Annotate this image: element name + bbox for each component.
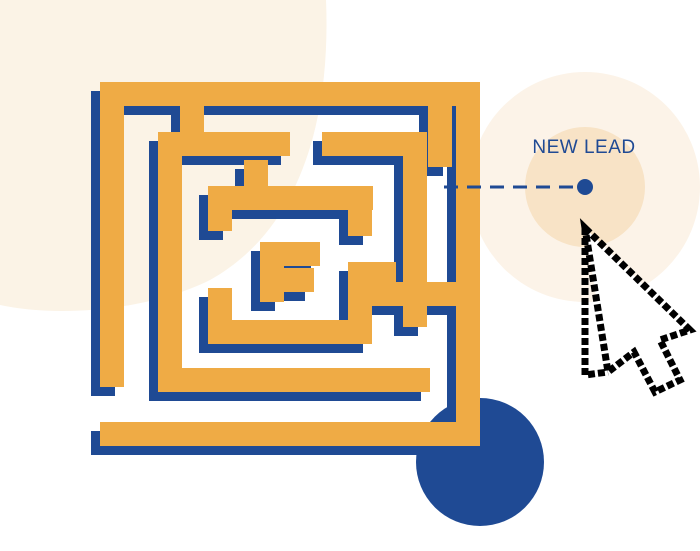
maze-wall <box>260 242 284 302</box>
maze-wall <box>244 160 268 190</box>
maze-wall <box>208 186 232 231</box>
maze-icon <box>91 82 544 526</box>
maze-wall <box>456 82 480 446</box>
maze-wall <box>100 82 480 106</box>
maze-wall <box>208 186 373 210</box>
maze-wall <box>100 82 124 387</box>
maze-wall <box>158 368 426 392</box>
maze-wall <box>403 132 427 292</box>
cursor-body <box>579 218 697 397</box>
new-lead-label: NEW LEAD <box>532 137 635 158</box>
maze-wall <box>180 106 204 136</box>
maze-wall <box>284 268 314 292</box>
cursor-left-edge <box>581 228 609 379</box>
maze-wall <box>408 368 430 392</box>
target-dot-icon <box>577 179 593 195</box>
maze-walls <box>100 82 480 446</box>
pointer-cursor-icon <box>579 218 697 397</box>
maze-wall <box>100 422 480 446</box>
maze-wall <box>428 82 452 167</box>
maze-wall <box>180 132 290 156</box>
maze-wall <box>208 320 358 344</box>
maze-wall <box>158 132 182 372</box>
maze-wall <box>208 288 232 320</box>
maze-wall <box>348 186 372 236</box>
maze-wall <box>403 282 427 327</box>
